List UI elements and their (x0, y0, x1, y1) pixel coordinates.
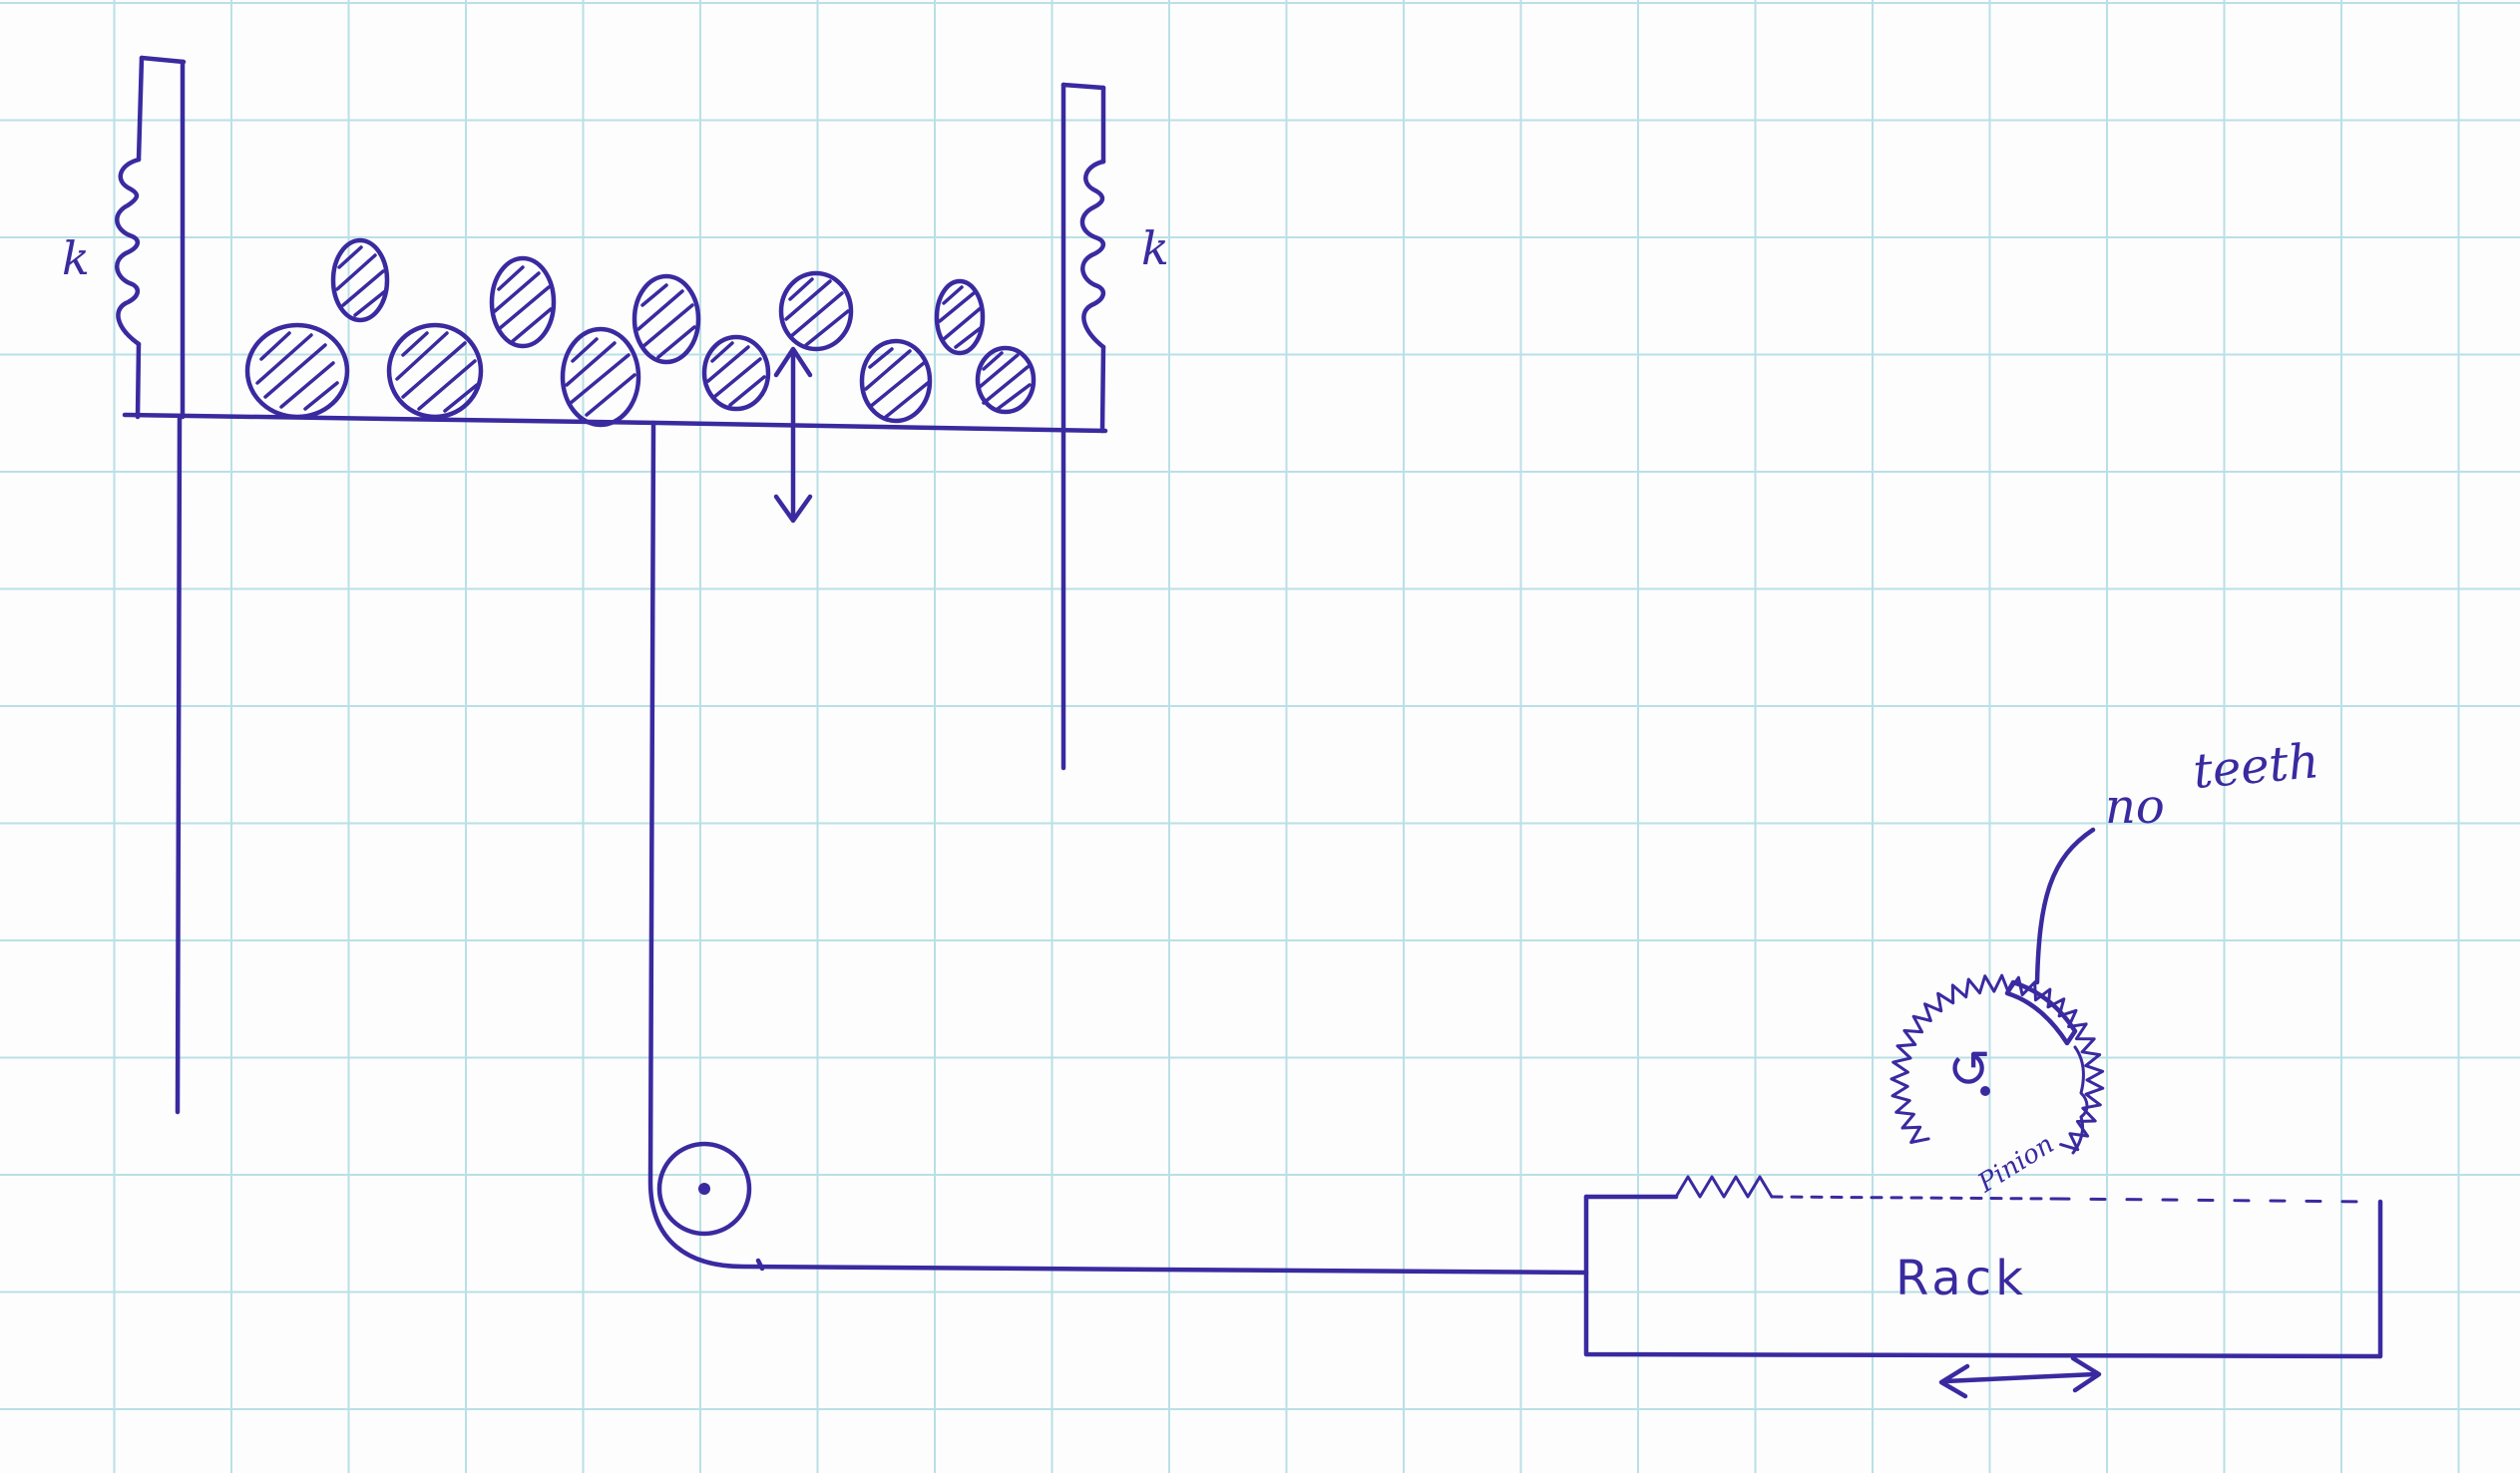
double-arrow-vertical-icon (776, 349, 810, 521)
pinion-gear (1891, 975, 2103, 1153)
ball (563, 329, 638, 425)
ball (492, 258, 554, 346)
pinion-label: Pinion (1972, 1129, 2059, 1199)
pulley (659, 1144, 749, 1234)
tray-right-wall-top (1063, 85, 1103, 88)
ball (704, 337, 768, 409)
ball (781, 273, 851, 349)
rotation-arrow-icon: ↺ (1947, 1040, 1991, 1100)
tray-left-spring-post (139, 58, 142, 160)
double-arrow-horizontal-icon (1941, 1358, 2099, 1396)
spring-left (117, 160, 139, 344)
no-teeth-label-no: no (2105, 779, 2165, 835)
ball (634, 276, 698, 362)
left-support-leg (178, 417, 180, 1112)
tray-platform (125, 58, 1105, 1112)
ball (862, 341, 930, 421)
tray-left-wall-top (142, 58, 184, 62)
tray-right-spring-post-lower (1102, 347, 1103, 431)
no-teeth-leader (2037, 830, 2093, 982)
no-teeth-label-teeth: teeth (2191, 733, 2321, 800)
gear-teeth (1891, 975, 2103, 1150)
ball (937, 281, 983, 353)
ball (247, 325, 347, 417)
tray-left-spring-post-lower (138, 344, 139, 417)
rack-label: Rack (1895, 1251, 2027, 1306)
spring-right-label: k (1141, 221, 1169, 275)
ball (333, 240, 387, 320)
ball (978, 348, 1034, 412)
spring-left-label: k (62, 231, 90, 285)
spring-right (1082, 162, 1103, 347)
ball (389, 325, 481, 417)
cable (650, 423, 1586, 1273)
ball-group (247, 240, 1034, 425)
